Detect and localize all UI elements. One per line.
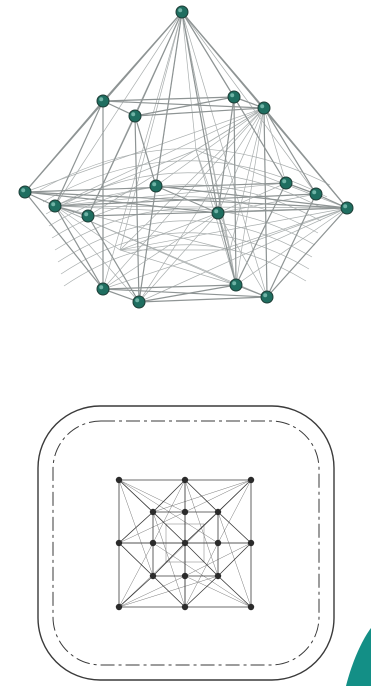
polytope-inner-line — [120, 213, 218, 250]
inner-mesh — [25, 12, 347, 302]
plan-edge — [185, 543, 218, 576]
plan-vertex — [116, 540, 122, 546]
polytope-vertex-highlight — [99, 285, 103, 289]
plan-edge — [185, 480, 218, 512]
plan-edge — [218, 576, 251, 607]
plan-edge — [185, 512, 218, 543]
polytope-edge — [264, 108, 267, 297]
plan-inner-line — [119, 512, 185, 543]
plan-edge — [153, 543, 185, 576]
plan-inner-line — [185, 543, 218, 607]
plan-edge — [119, 543, 153, 576]
plan-edge — [218, 543, 251, 576]
plan-inner-line — [218, 480, 251, 543]
plan-edge — [119, 512, 153, 543]
plan-edge — [153, 512, 185, 543]
plan-edge — [218, 512, 251, 543]
polytope-vertex-highlight — [178, 8, 182, 12]
polytope-vertex — [230, 279, 242, 291]
polytope-vertex-highlight — [230, 93, 234, 97]
polytope-inner-line — [264, 108, 286, 183]
plan-vertex — [182, 573, 188, 579]
plan-vertex — [182, 509, 188, 515]
polytope-inner-line — [120, 108, 264, 250]
plan-vertex — [215, 573, 221, 579]
polytope-vertex-highlight — [232, 281, 236, 285]
plan-edge — [218, 480, 251, 512]
plan-edge — [119, 576, 153, 607]
plan-vertex — [215, 509, 221, 515]
plan-vertex — [182, 477, 188, 483]
polytope-vertex — [129, 110, 141, 122]
plan-edge — [153, 576, 185, 607]
perspective-polytope-diagram — [19, 6, 353, 308]
polytope-vertex — [133, 296, 145, 308]
plan-vertex — [248, 477, 254, 483]
polytope-vertex-highlight — [135, 298, 139, 302]
plan-edge — [153, 480, 185, 512]
polytope-edge — [103, 289, 267, 297]
plan-vertex — [248, 604, 254, 610]
polytope-vertex — [49, 200, 61, 212]
plan-inner-line — [153, 480, 185, 543]
polytope-vertex-highlight — [312, 190, 316, 194]
polytope-vertex — [176, 6, 188, 18]
plan-inner-line — [119, 576, 185, 607]
plan-vertex — [215, 540, 221, 546]
polytope-vertex — [258, 102, 270, 114]
plan-inner-line — [185, 576, 251, 607]
polytope-vertex — [280, 177, 292, 189]
polytope-edge — [264, 108, 347, 208]
plan-vertex — [182, 540, 188, 546]
polytope-vertex — [228, 91, 240, 103]
polytope-vertex-highlight — [99, 97, 103, 101]
polytope-vertex-highlight — [343, 204, 347, 208]
plan-edge — [185, 576, 218, 607]
polytope-vertex — [212, 207, 224, 219]
polytope-vertex-highlight — [131, 112, 135, 116]
plan-edge — [119, 480, 153, 512]
outer-edges — [25, 12, 347, 302]
polytope-vertex — [19, 186, 31, 198]
polytope-vertex-highlight — [282, 179, 286, 183]
top-view-diagram — [38, 406, 334, 680]
polytope-vertex — [150, 180, 162, 192]
plan-inner-line — [119, 543, 153, 607]
plan-vertex — [150, 540, 156, 546]
polytope-vertex-highlight — [51, 202, 55, 206]
plan-vertex — [150, 509, 156, 515]
plan-inner-line — [153, 543, 251, 607]
polytope-vertex — [310, 188, 322, 200]
plan-vertex — [150, 573, 156, 579]
corner-accent-shape — [346, 628, 371, 686]
polytope-vertex-highlight — [263, 293, 267, 297]
polytope-vertex-highlight — [84, 212, 88, 216]
plan-vertex — [248, 540, 254, 546]
plan-vertex — [182, 604, 188, 610]
polytope-band-line — [64, 245, 306, 286]
polytope-vertex-highlight — [152, 182, 156, 186]
plan-vertex — [116, 477, 122, 483]
polytope-vertex-highlight — [21, 188, 25, 192]
polytope-vertex — [261, 291, 273, 303]
polytope-inner-line — [182, 12, 267, 297]
plan-inner-line — [185, 480, 251, 512]
polytope-edge — [139, 297, 267, 302]
polytope-inner-line — [196, 150, 218, 213]
polytope-vertex — [97, 95, 109, 107]
polytope-vertex-highlight — [260, 104, 264, 108]
polytope-vertex-highlight — [214, 209, 218, 213]
polytope-vertex — [97, 283, 109, 295]
polytope-vertex — [341, 202, 353, 214]
polytope-inner-line — [55, 12, 182, 206]
plan-inner-line — [119, 480, 185, 512]
plan-vertex — [116, 604, 122, 610]
polytope-edge — [135, 116, 139, 302]
polytope-vertex — [82, 210, 94, 222]
